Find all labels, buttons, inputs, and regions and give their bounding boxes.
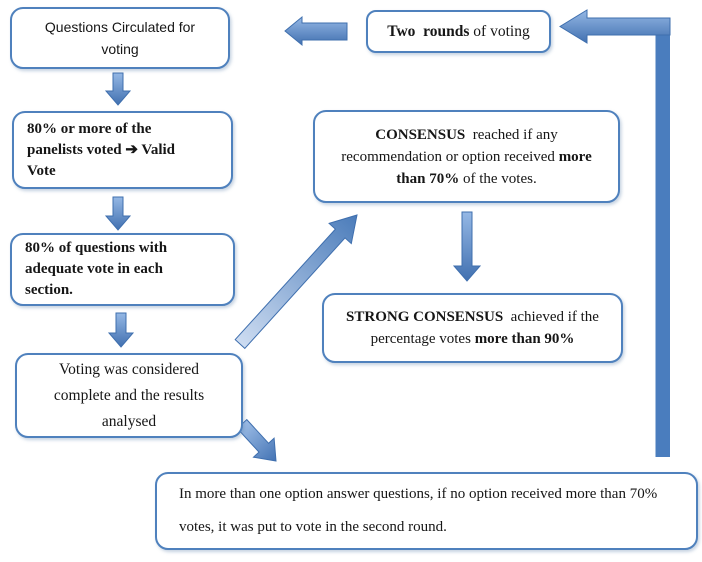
node-text-line: complete and the results — [53, 386, 205, 404]
arrow-adequate-down-icon — [107, 312, 135, 348]
node-text-line: panelists voted ➔ Valid — [27, 141, 176, 158]
node-text-line: In more than one option answer questions… — [179, 486, 658, 502]
node-questions-circulated: Questions Circulated for voting — [10, 7, 230, 69]
node-text-rest: of voting — [469, 22, 530, 40]
node-text-bold: STRONG CONSENSUS — [346, 309, 511, 325]
node-text-line: 80% or more of the — [27, 120, 152, 137]
node-adequate-vote: 80% of questions with adequate vote in e… — [10, 233, 235, 306]
arrow-to-questions-left-icon — [284, 15, 348, 47]
arrow-loop-bar — [655, 18, 670, 457]
node-text-rest: of the votes. — [459, 170, 537, 187]
node-consensus: CONSENSUS reached if any recommendation … — [313, 110, 620, 203]
arrow-consensus-down-icon — [452, 211, 482, 282]
node-text-line: analysed — [101, 412, 157, 430]
node-text-bold: more than 70% — [396, 148, 596, 187]
node-text-line: Questions Circulated for — [44, 19, 196, 35]
node-text: Two rounds of voting — [368, 23, 549, 41]
node-text-line: 80% of questions with — [25, 240, 168, 256]
node-text-line: Vote — [27, 162, 56, 179]
node-text-bold: Two rounds — [387, 22, 470, 40]
node-valid-vote: 80% or more of the panelists voted ➔ Val… — [12, 111, 233, 189]
node-text-line: adequate vote in each — [25, 261, 163, 277]
node-strong-consensus: STRONG CONSENSUS achieved if the percent… — [322, 293, 623, 363]
node-voting-complete: Voting was considered complete and the r… — [15, 353, 243, 438]
node-text-bold: more than 90% — [474, 331, 575, 347]
node-text-line: Voting was considered — [58, 360, 200, 378]
arrow-diagonal-up-icon — [234, 214, 358, 350]
node-text: CONSENSUS reached if any recommendation … — [328, 124, 605, 190]
node-text-line: section. — [25, 282, 73, 298]
arrow-questions-down-icon — [104, 72, 132, 106]
node-two-rounds: Two rounds of voting — [366, 10, 551, 53]
node-second-round: In more than one option answer questions… — [155, 472, 698, 550]
arrow-diagonal-down-icon — [236, 418, 277, 462]
node-text: STRONG CONSENSUS achieved if the percent… — [334, 306, 611, 350]
arrow-loop-left-icon — [559, 9, 671, 44]
node-text-bold: CONSENSUS — [375, 126, 473, 143]
arrow-validvote-down-icon — [104, 196, 132, 231]
node-text-rest: reached if any recommendation or option … — [341, 126, 562, 165]
node-text-line: voting — [101, 41, 139, 57]
node-text-rest: achieved if the percentage votes — [370, 309, 603, 347]
node-text-line: votes, it was put to vote in the second … — [179, 519, 447, 535]
